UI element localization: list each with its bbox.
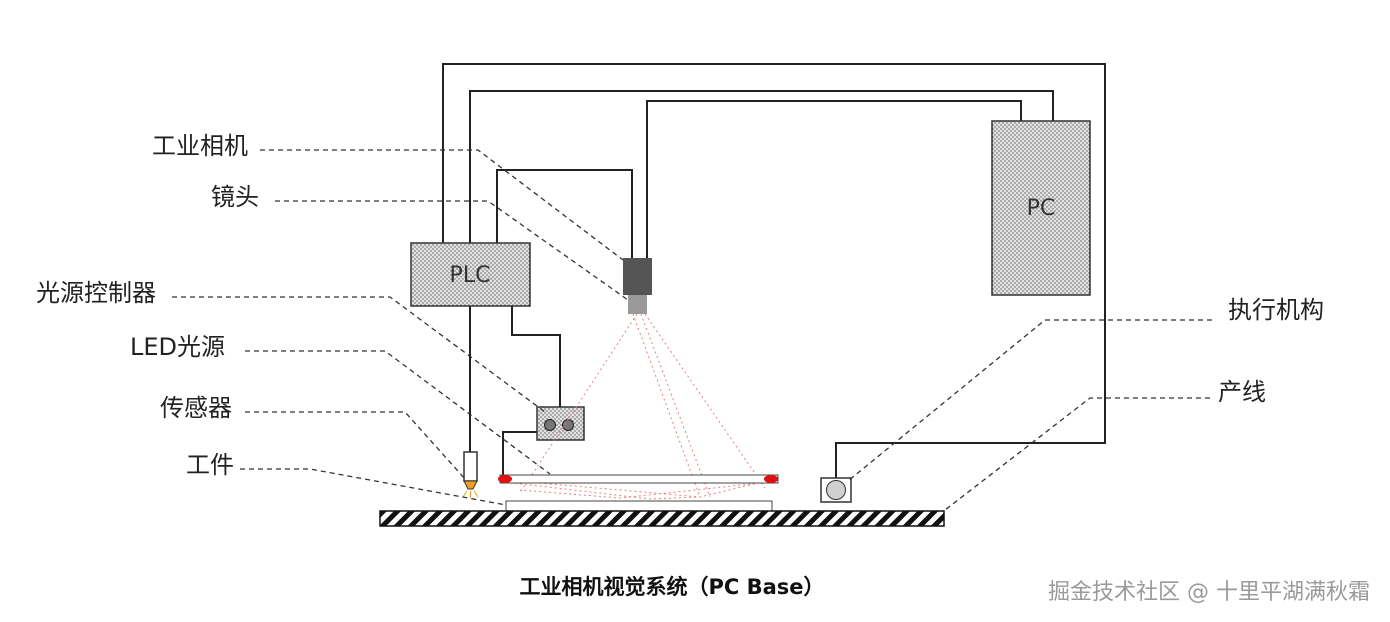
wire-plc-pc (469, 90, 1054, 243)
light-beams (504, 313, 771, 500)
leader-lens (275, 200, 629, 301)
leader-lines (172, 149, 1212, 511)
leader-actuator (847, 319, 1212, 482)
actuator-roller-icon (826, 480, 846, 500)
pc-label: PC (1027, 196, 1056, 221)
production-line-conveyor (379, 510, 945, 527)
diagram-title: 工业相机视觉系统（PC Base） (519, 575, 824, 599)
label-actuator: 执行机构 (1228, 296, 1324, 324)
leader-production-line (944, 397, 1210, 511)
sensor-tip (463, 480, 478, 490)
workpiece (505, 500, 773, 512)
label-sensor: 传感器 (160, 394, 232, 422)
light-controller-box (536, 406, 585, 441)
camera-body (623, 258, 652, 295)
leader-light-controller (172, 296, 546, 413)
wiring (442, 63, 1106, 478)
leader-camera (260, 149, 624, 261)
plc-label: PLC (450, 263, 491, 288)
controller-knob-right (562, 419, 574, 431)
wire-controller-led (502, 431, 537, 476)
label-workpiece: 工件 (186, 451, 234, 479)
label-light-controller: 光源控制器 (36, 279, 156, 307)
led-left-icon (498, 475, 512, 483)
leader-led (245, 350, 551, 475)
sensor-rays (462, 490, 479, 498)
controller-knob-left (544, 419, 556, 431)
watermark: 掘金技术社区 @ 十里平湖满秋霜 (1048, 580, 1370, 605)
label-led-light: LED光源 (130, 333, 225, 361)
leader-workpiece (240, 468, 507, 506)
wire-plc-camera (496, 169, 633, 258)
wire-pc-camera (646, 100, 1022, 258)
label-production-line: 产线 (1218, 378, 1266, 406)
wire-plc-light-controller (511, 306, 561, 407)
wire-plc-outer (442, 63, 1106, 478)
pc-box (991, 120, 1091, 296)
led-right-icon (764, 475, 778, 483)
plc-box (410, 242, 531, 307)
camera-lens (628, 295, 647, 314)
label-camera: 工业相机 (152, 132, 248, 160)
led-bar (499, 474, 779, 484)
leader-sensor (245, 411, 467, 481)
label-lens: 镜头 (211, 183, 259, 211)
sensor-body (463, 451, 478, 482)
